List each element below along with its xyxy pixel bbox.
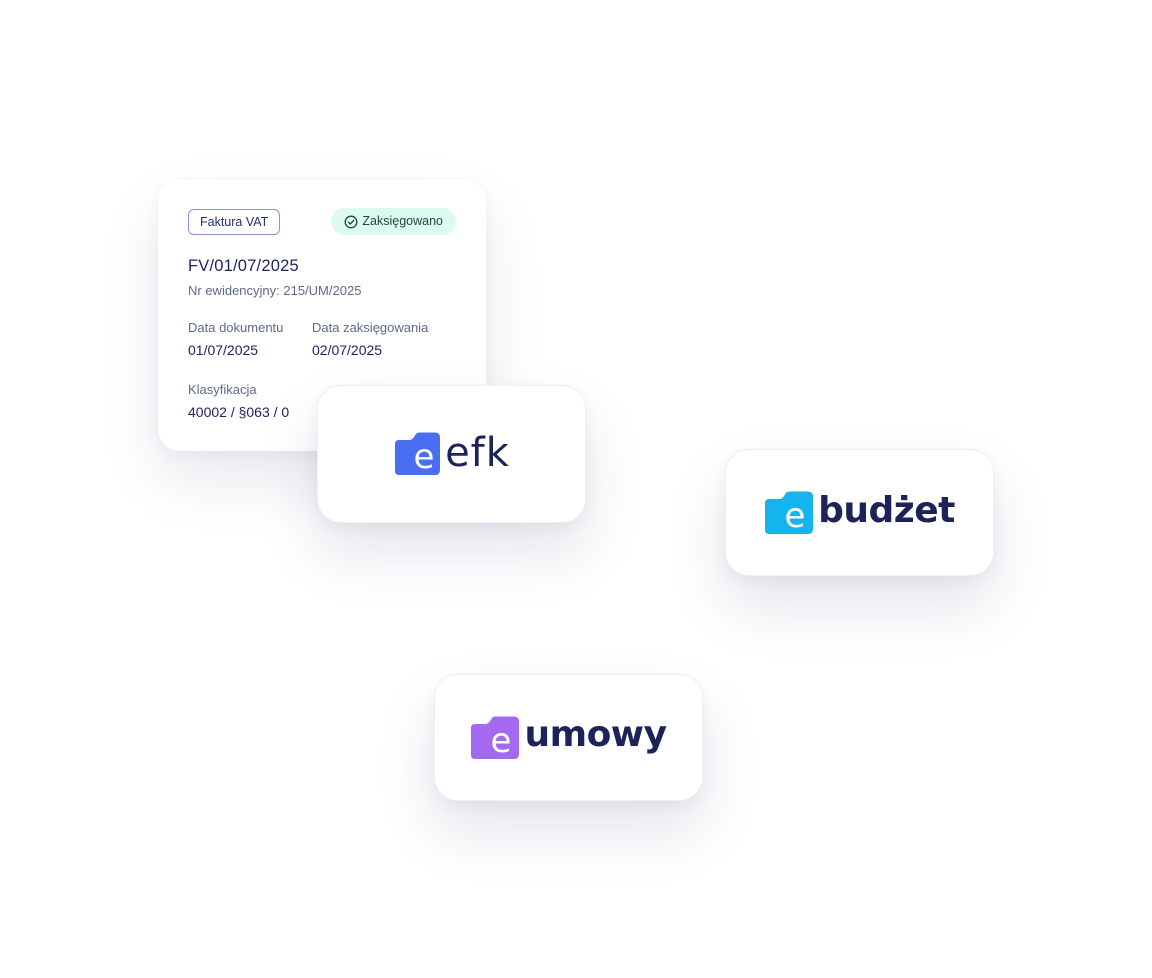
folder-e-icon: e [470, 716, 520, 760]
registry-number: Nr ewidencyjny: 215/UM/2025 [188, 283, 362, 298]
status-label: Zaksięgowano [362, 214, 443, 228]
classification-value: 40002 / §063 / 0 [188, 404, 290, 420]
ebudzet-wordmark: budżet [818, 489, 955, 531]
document-date-value: 01/07/2025 [188, 342, 259, 358]
efk-logo: e efk [393, 432, 510, 476]
eumowy-card[interactable]: e umowy [434, 674, 703, 801]
svg-text:e: e [414, 437, 435, 476]
invoice-number: FV/01/07/2025 [188, 257, 299, 275]
posting-date-label: Data zaksięgowania [312, 320, 429, 335]
invoice-header: Faktura VAT Zaksięgowano [188, 208, 456, 235]
dates-row: Data dokumentu 01/07/2025 Data zaksięgow… [188, 320, 456, 358]
folder-e-icon: e [393, 432, 441, 476]
eumowy-logo: e umowy [470, 713, 667, 760]
svg-text:e: e [491, 721, 512, 760]
document-date-group: Data dokumentu 01/07/2025 [188, 320, 312, 358]
document-type-badge: Faktura VAT [188, 208, 281, 235]
efk-card[interactable]: e efk [317, 385, 586, 523]
svg-text:e: e [785, 496, 806, 535]
document-date-label: Data dokumentu [188, 320, 284, 335]
classification-group: Klasyfikacja 40002 / §063 / 0 [188, 382, 456, 420]
ebudzet-card[interactable]: e budżet [725, 449, 994, 576]
ebudzet-logo: e budżet [764, 491, 955, 535]
eumowy-wordmark: umowy [524, 713, 667, 755]
folder-e-icon: e [764, 491, 814, 535]
posting-date-value: 02/07/2025 [312, 342, 383, 358]
status-badge: Zaksięgowano [331, 208, 456, 235]
classification-label: Klasyfikacja [188, 382, 257, 397]
posting-date-group: Data zaksięgowania 02/07/2025 [312, 320, 436, 358]
efk-wordmark: efk [445, 430, 510, 476]
check-circle-icon [344, 215, 358, 229]
